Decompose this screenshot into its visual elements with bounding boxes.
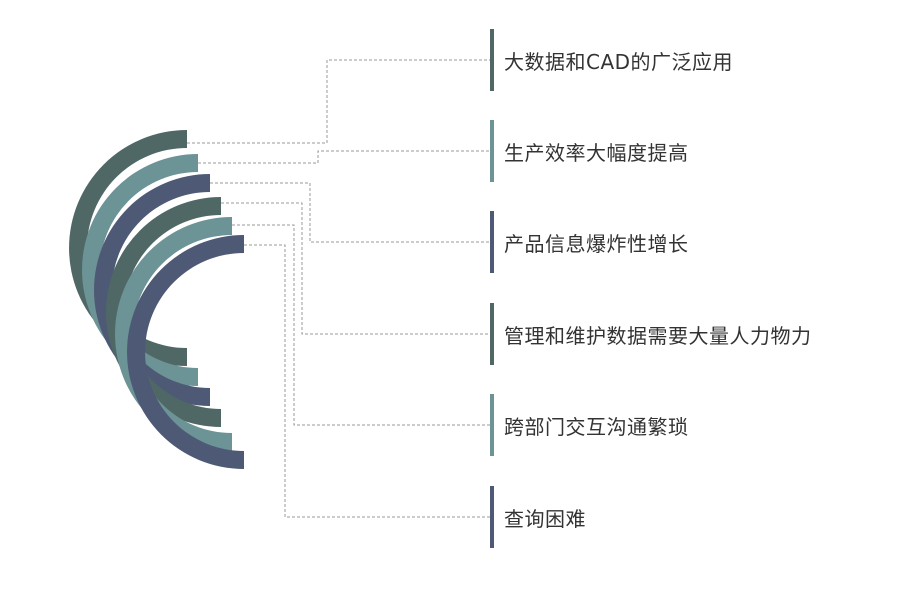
- connector-lines: [187, 59, 490, 518]
- connector-line-4: [221, 202, 490, 335]
- item-2-accent-bar: [490, 120, 494, 182]
- arc-band-6: [127, 235, 244, 469]
- item-4: 管理和维护数据需要大量人力物力: [490, 303, 910, 365]
- item-4-label: 管理和维护数据需要大量人力物力: [504, 323, 812, 348]
- arc-stack: [69, 130, 244, 469]
- connector-line-2: [198, 150, 490, 164]
- item-5-accent-bar: [490, 394, 494, 456]
- item-5-label: 跨部门交互沟通繁琐: [504, 414, 689, 439]
- item-1-accent-bar: [490, 29, 494, 91]
- item-2-label: 生产效率大幅度提高: [504, 140, 689, 165]
- connector-line-3: [210, 182, 490, 243]
- item-3-accent-bar: [490, 211, 494, 273]
- item-6: 查询困难: [490, 486, 910, 548]
- item-1-label: 大数据和CAD的广泛应用: [504, 49, 734, 74]
- connector-line-5: [232, 224, 490, 426]
- item-6-label: 查询困难: [504, 506, 586, 531]
- item-3-label: 产品信息爆炸性增长: [504, 231, 689, 256]
- item-2: 生产效率大幅度提高: [490, 120, 910, 182]
- item-6-accent-bar: [490, 486, 494, 548]
- item-4-accent-bar: [490, 303, 494, 365]
- item-5: 跨部门交互沟通繁琐: [490, 394, 910, 456]
- connector-line-1: [187, 59, 490, 144]
- connector-line-6: [244, 244, 490, 518]
- item-1: 大数据和CAD的广泛应用: [490, 29, 910, 91]
- item-3: 产品信息爆炸性增长: [490, 211, 910, 273]
